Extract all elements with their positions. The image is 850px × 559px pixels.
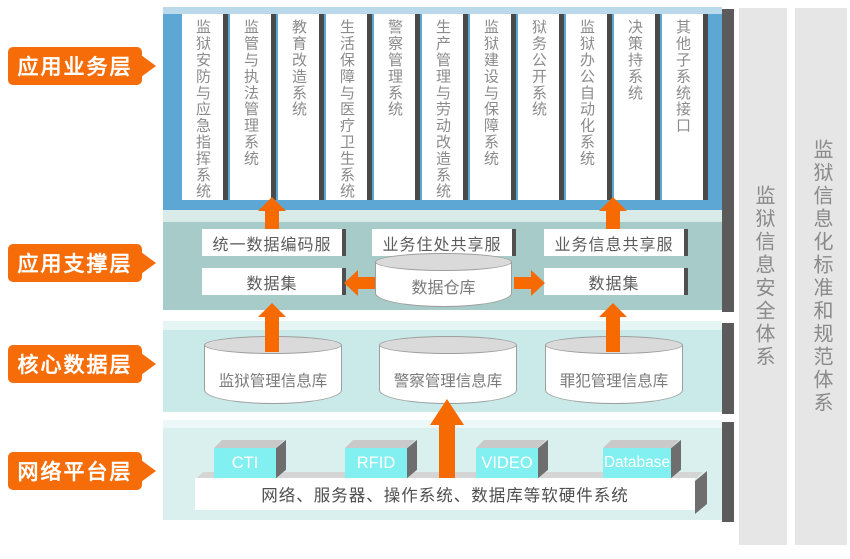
up-arrow-icon-coding-to-business xyxy=(258,197,286,229)
network-component-label: Database xyxy=(603,454,671,471)
service-box-business-residence-sharing: 业务住处共享服 xyxy=(372,229,516,256)
system-column-label: 其他子系统接口 xyxy=(674,19,691,134)
layer-label-text: 网络平台层 xyxy=(17,461,133,484)
data-warehouse-cylinder: 数据仓库 xyxy=(375,253,512,307)
system-column-label: 监狱办公自动化系统 xyxy=(578,19,595,167)
layer-label-text: 应用业务层 xyxy=(17,56,133,79)
database-label: 警察管理信息库 xyxy=(393,373,503,390)
network-component-label: RFID xyxy=(356,453,396,472)
network-component-label: VIDEO xyxy=(481,453,533,472)
layer-label-network-platform: 网络平台层 xyxy=(8,452,142,490)
panel-application-business-layer: 监狱安防与应急指挥系统 监管与执法管理系统 教育改造系统 生活保障与医疗卫生系统… xyxy=(163,7,734,214)
layer-label-core-data: 核心数据层 xyxy=(8,345,142,383)
side-bar-information-security: 监狱信息安全体系 xyxy=(739,8,787,545)
network-component-rfid: RFID xyxy=(345,448,407,478)
up-arrow-icon-sharing-to-business xyxy=(599,197,627,229)
system-column: 警察管理系统 xyxy=(374,14,420,200)
side-bar-label: 监狱信息化标准和规范体系 xyxy=(810,138,832,415)
system-column-label: 监狱安防与应急指挥系统 xyxy=(194,19,211,200)
layer-label-application-business: 应用业务层 xyxy=(8,47,142,85)
system-column: 监狱建设与保障系统 xyxy=(470,14,516,200)
system-column-label: 决策持系统 xyxy=(626,19,643,101)
system-column-label: 警察管理系统 xyxy=(386,19,403,118)
service-box-label: 业务信息共享服 xyxy=(554,236,674,254)
layer-label-application-support: 应用支撑层 xyxy=(8,244,142,282)
layer-label-text: 核心数据层 xyxy=(17,354,133,377)
data-warehouse-label: 数据仓库 xyxy=(411,280,476,297)
network-platform-bar-label: 网络、服务器、操作系统、数据库等软硬件系统 xyxy=(261,487,629,505)
system-column: 其他子系统接口 xyxy=(662,14,708,200)
system-column-label: 狱务公开系统 xyxy=(530,19,547,118)
up-arrow-icon-criminaldb-to-dataset xyxy=(599,303,627,352)
system-column: 决策持系统 xyxy=(614,14,660,200)
system-column: 监管与执法管理系统 xyxy=(230,14,276,200)
service-box-unified-data-coding: 统一数据编码服 xyxy=(202,229,346,256)
database-cylinder-police-management: 警察管理信息库 xyxy=(379,336,517,404)
left-arrow-icon-warehouse-to-dataset xyxy=(344,270,375,296)
system-column-label: 教育改造系统 xyxy=(290,19,307,118)
database-label: 罪犯管理信息库 xyxy=(559,373,669,390)
right-arrow-icon-warehouse-to-dataset xyxy=(514,270,545,296)
service-box-business-info-sharing: 业务信息共享服 xyxy=(544,229,688,256)
network-component-video: VIDEO xyxy=(476,448,538,478)
database-label: 监狱管理信息库 xyxy=(218,373,328,390)
dataset-box-right: 数据集 xyxy=(544,268,688,295)
service-box-label: 统一数据编码服 xyxy=(212,236,332,254)
dataset-label: 数据集 xyxy=(588,275,640,293)
system-column: 监狱办公自动化系统 xyxy=(566,14,612,200)
database-cylinder-prison-management: 监狱管理信息库 xyxy=(204,336,342,404)
layer-label-text: 应用支撑层 xyxy=(17,253,133,276)
database-cylinder-criminal-management: 罪犯管理信息库 xyxy=(545,336,683,404)
system-column-row: 监狱安防与应急指挥系统 监管与执法管理系统 教育改造系统 生活保障与医疗卫生系统… xyxy=(182,14,708,200)
side-bar-label: 监狱信息安全体系 xyxy=(752,184,774,369)
system-column-label: 生产管理与劳动改造系统 xyxy=(434,19,451,200)
up-arrow-icon-network-to-policedb xyxy=(430,399,464,478)
system-column: 狱务公开系统 xyxy=(518,14,564,200)
side-bar-standards-specifications: 监狱信息化标准和规范体系 xyxy=(795,8,847,545)
up-arrow-icon-prisondb-to-dataset xyxy=(258,303,286,352)
network-platform-bar: 网络、服务器、操作系统、数据库等软硬件系统 xyxy=(195,478,695,510)
service-box-label: 业务住处共享服 xyxy=(382,236,502,254)
system-column: 监狱安防与应急指挥系统 xyxy=(182,14,228,200)
dataset-label: 数据集 xyxy=(246,275,298,293)
system-column-label: 监管与执法管理系统 xyxy=(242,19,259,167)
system-column-label: 生活保障与医疗卫生系统 xyxy=(338,19,355,200)
dataset-box-left: 数据集 xyxy=(202,268,346,295)
network-component-database: Database xyxy=(603,448,671,478)
system-column: 生产管理与劳动改造系统 xyxy=(422,14,468,200)
network-component-cti: CTI xyxy=(214,448,276,478)
system-column: 生活保障与医疗卫生系统 xyxy=(326,14,372,200)
system-column-label: 监狱建设与保障系统 xyxy=(482,19,499,167)
network-component-label: CTI xyxy=(231,453,259,472)
system-column: 教育改造系统 xyxy=(278,14,324,200)
